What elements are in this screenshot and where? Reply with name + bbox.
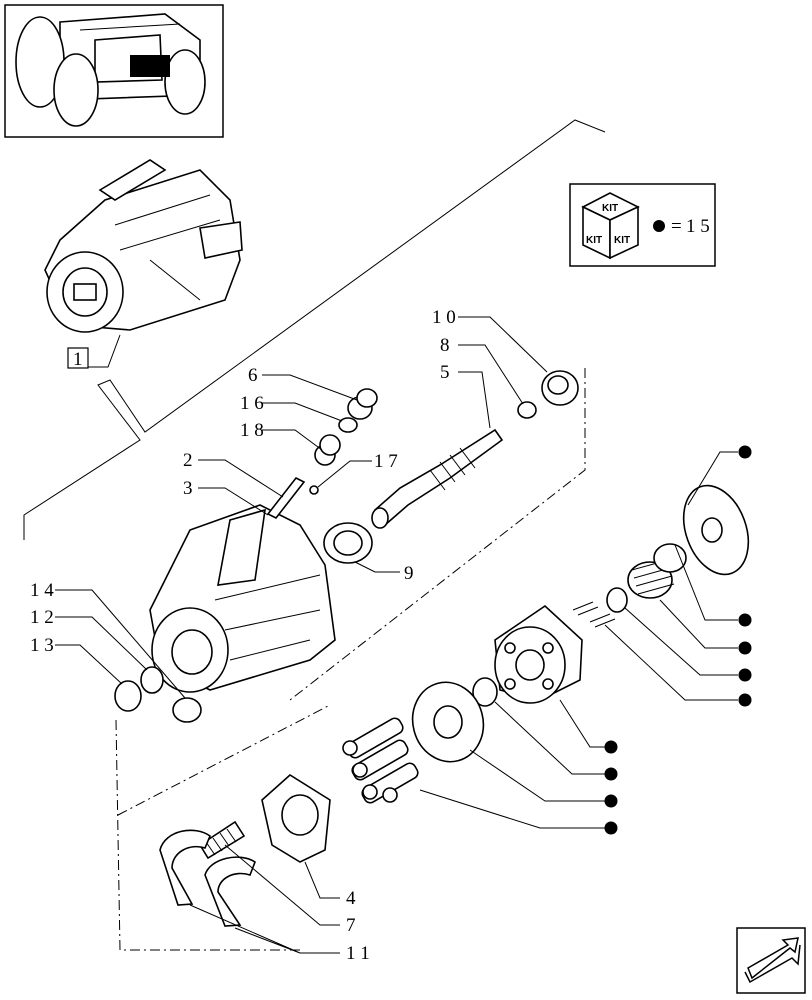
valve-plate bbox=[682, 484, 750, 576]
drive-shaft bbox=[371, 428, 504, 529]
ring-13 bbox=[114, 680, 142, 712]
spring-part bbox=[627, 543, 687, 599]
cylinder-block bbox=[494, 604, 583, 704]
retainer-plate bbox=[411, 681, 485, 763]
pin-part bbox=[266, 476, 306, 520]
half-shells bbox=[159, 829, 256, 927]
ring-16 bbox=[338, 417, 358, 433]
tractor-thumbnail bbox=[4, 4, 224, 138]
label-6: 6 bbox=[248, 365, 258, 386]
kit-marker-dot bbox=[653, 220, 665, 232]
kit-right-label: KIT bbox=[614, 235, 630, 246]
label-13: 1 3 bbox=[30, 635, 54, 656]
label-7: 7 bbox=[346, 915, 356, 936]
label-12: 1 2 bbox=[30, 607, 54, 628]
spring-ring bbox=[606, 587, 628, 613]
label-5: 5 bbox=[440, 362, 450, 383]
label-14: 1 4 bbox=[30, 580, 54, 601]
label-2: 2 bbox=[183, 450, 193, 471]
label-4: 4 bbox=[346, 888, 356, 909]
bushing-part bbox=[314, 434, 341, 466]
kit-legend-box: KIT KIT KIT = 1 5 bbox=[569, 183, 716, 267]
assembled-pump: 1 bbox=[44, 159, 243, 370]
leader-lines bbox=[55, 316, 738, 954]
kit-number: 1 5 bbox=[686, 216, 710, 237]
spring-7 bbox=[198, 820, 246, 860]
kit-left-label: KIT bbox=[586, 235, 602, 246]
plug-part bbox=[347, 388, 378, 420]
label-11: 1 1 bbox=[346, 943, 370, 964]
ref-box-label: 1 bbox=[73, 349, 83, 370]
collar-part bbox=[472, 677, 498, 707]
kit-equals: = bbox=[671, 216, 682, 237]
kit-top-label: KIT bbox=[602, 203, 618, 214]
next-page-arrow-icon[interactable] bbox=[736, 927, 806, 994]
bearing-10 bbox=[541, 370, 579, 406]
small-o-ring bbox=[309, 485, 319, 495]
label-17: 1 7 bbox=[374, 451, 398, 472]
label-8: 8 bbox=[440, 335, 450, 356]
small-pins bbox=[572, 601, 616, 628]
label-18: 1 8 bbox=[240, 420, 264, 441]
label-10: 1 0 bbox=[432, 307, 456, 328]
bearing-part bbox=[323, 522, 373, 564]
label-16: 1 6 bbox=[240, 393, 264, 414]
ring-12 bbox=[140, 666, 164, 694]
swash-plate bbox=[261, 774, 331, 863]
label-9: 9 bbox=[404, 563, 414, 584]
label-3: 3 bbox=[183, 478, 193, 499]
kit-marker-dots bbox=[604, 445, 752, 835]
plug-14 bbox=[172, 697, 202, 723]
pump-housing bbox=[149, 504, 336, 693]
ring-8 bbox=[517, 401, 537, 419]
piston-set bbox=[342, 717, 419, 804]
